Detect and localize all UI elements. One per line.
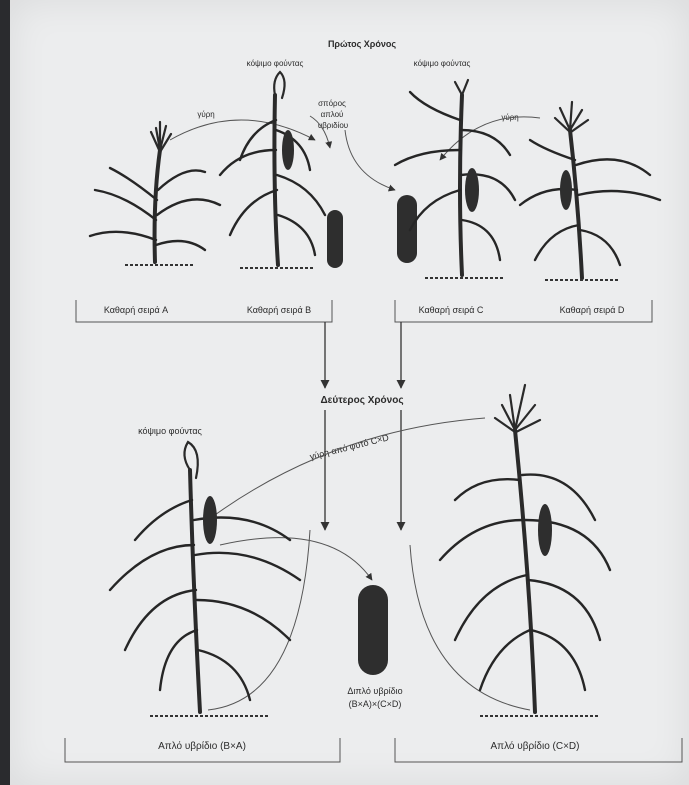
plant-single-hybrid-cd	[440, 385, 610, 716]
maize-double-hybrid-diagram: Πρώτος Χρόνος κόψιμο φούντας κόψιμο φούν…	[10, 0, 689, 785]
tassel-cut-label-c: κόψιμο φούντας	[414, 59, 471, 68]
seed-pointer-c	[345, 130, 395, 190]
seed-cob-b	[327, 210, 343, 268]
seed-cob-c	[397, 195, 417, 263]
year1-title: Πρώτος Χρόνος	[328, 39, 396, 49]
seed-note-line1: σπόρος	[318, 99, 346, 108]
plant-line-d	[520, 102, 660, 280]
label-line-c: Καθαρή σειρά C	[419, 305, 484, 315]
label-line-a: Καθαρή σειρά A	[104, 305, 168, 315]
pollen-arc-cd-to-ba	[208, 418, 485, 520]
label-single-hybrid-cd: Απλό υβρίδιο (C×D)	[491, 740, 580, 752]
tassel-cut-label-b: κόψιμο φούντας	[247, 59, 304, 68]
pollen-label-a: γύρη	[197, 110, 214, 119]
plant-line-b	[220, 72, 325, 268]
double-hybrid-cob	[358, 585, 388, 675]
label-single-hybrid-ba: Απλό υβρίδιο (B×A)	[158, 740, 246, 752]
seed-note-line2: απλού	[321, 110, 344, 119]
label-line-b: Καθαρή σειρά B	[247, 305, 311, 315]
tassel-cut-label-year2: κόψιμο φούντας	[138, 426, 202, 436]
pollen-arc-a-to-b	[170, 120, 315, 140]
textbook-page: Πρώτος Χρόνος κόψιμο φούντας κόψιμο φούν…	[10, 0, 689, 785]
label-line-d: Καθαρή σειρά D	[560, 305, 625, 315]
plant-single-hybrid-ba	[110, 442, 300, 716]
year2-title: Δεύτερος Χρόνος	[320, 395, 403, 406]
stalk-arc-right	[410, 545, 530, 710]
double-hybrid-label-line1: Διπλό υβρίδιο	[347, 686, 402, 696]
double-hybrid-label-line2: (B×A)×(C×D)	[349, 699, 402, 709]
seed-arc-to-double-hybrid	[220, 538, 372, 580]
pollen-arc-d-to-c	[440, 117, 540, 160]
plant-line-a	[90, 122, 220, 265]
stalk-arc-left	[208, 530, 310, 710]
